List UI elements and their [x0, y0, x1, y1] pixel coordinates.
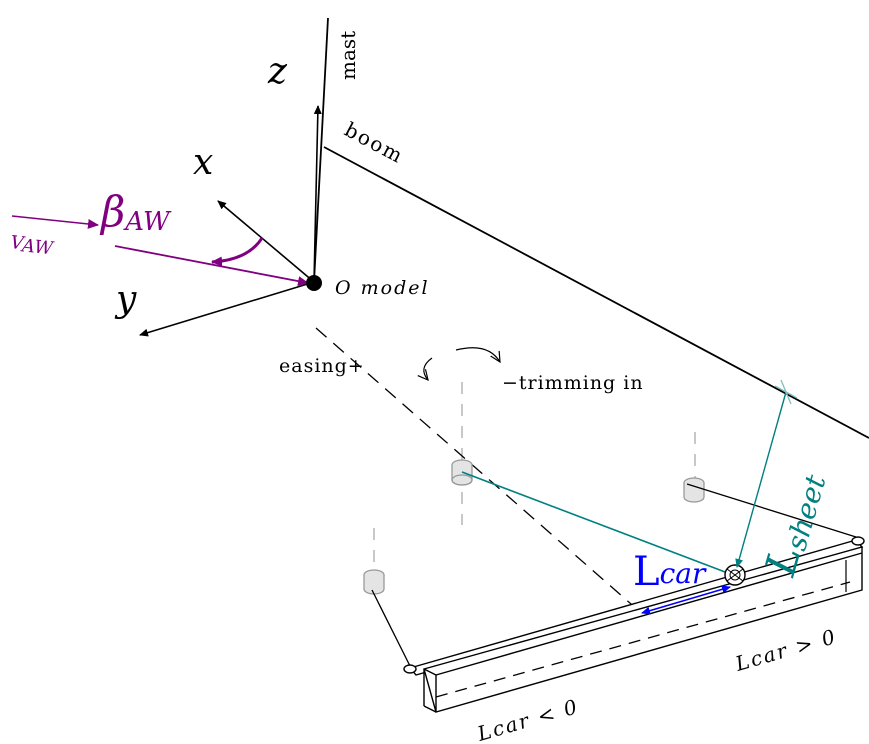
l-car-label: Lcar: [633, 549, 707, 595]
line-right-block-to-track: [686, 483, 857, 538]
beta-angle-arc: [211, 237, 264, 267]
z-axis: [313, 105, 322, 283]
l-car-symbol: L: [633, 549, 660, 595]
block-upper: [451, 459, 473, 486]
easing-label: easing+: [279, 355, 365, 377]
l-sheet-top-marker: [774, 379, 798, 405]
easing-rotation-arrow: [424, 357, 433, 380]
beta-aw-label: βAW: [99, 187, 172, 237]
z-axis-label: z: [267, 51, 288, 92]
svg-text:VAW: VAW: [9, 232, 55, 259]
boom-line: [323, 146, 869, 439]
beta-symbol: β: [99, 187, 125, 236]
l-car-negative-label: Lcar < 0: [474, 694, 582, 744]
origin-label: O model: [335, 277, 430, 299]
x-axis: [217, 200, 315, 283]
mast-line: [313, 17, 329, 283]
beta-subscript: AW: [123, 207, 172, 237]
traveller-car: [724, 564, 746, 586]
sheet-line: [461, 471, 734, 576]
trimming-label: −trimming in: [502, 372, 644, 394]
block-guides: [373, 382, 696, 568]
traveller-track: [403, 536, 865, 713]
mast-label: mast: [336, 31, 360, 80]
line-left-block-to-track: [371, 589, 412, 669]
centerline-dashed: [315, 327, 656, 626]
v-aw-subscript: AW: [19, 235, 55, 259]
l-sheet-dimension-arrow: [735, 391, 787, 568]
y-axis-label: y: [114, 279, 137, 320]
l-car-dimension-arrow-left: [641, 599, 687, 615]
block-left: [363, 569, 385, 595]
x-axis-label: x: [193, 142, 213, 183]
l-sheet-subscript: sheet: [780, 471, 833, 555]
y-axis: [139, 281, 315, 337]
origin-point: [306, 275, 322, 291]
l-car-subscript: car: [660, 557, 707, 590]
v-aw-label: VAW: [9, 215, 99, 260]
trimming-rotation-arrow: [455, 347, 500, 362]
l-car-positive-label: Lcar > 0: [732, 624, 840, 676]
l-car-dimension-arrow-right: [685, 585, 731, 601]
block-right: [683, 477, 705, 503]
